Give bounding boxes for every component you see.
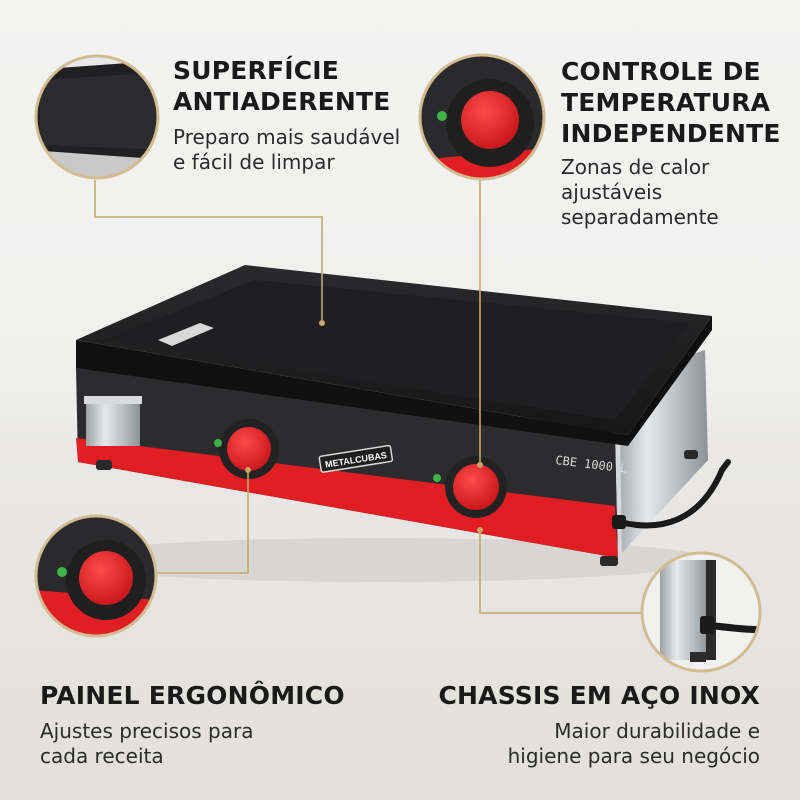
feature-desc-line: ajustáveis — [561, 180, 663, 204]
temperature-knob-1 — [227, 427, 271, 471]
feature-title-line: ANTIADERENTE — [173, 87, 391, 116]
feature-desc-line: separadamente — [561, 205, 719, 229]
callout-lines — [94, 180, 642, 614]
foot-left — [96, 460, 112, 470]
feature-desc-line: Ajustes precisos para — [40, 719, 254, 743]
temperature-knob-2 — [453, 464, 499, 510]
detail-knob — [461, 91, 519, 149]
feature-title-line: SUPERFÍCIE — [173, 56, 340, 85]
feature-ergonomic-panel: PAINEL ERGONÔMICO Ajustes precisos para … — [40, 680, 345, 769]
feature-title-line: INDEPENDENTE — [561, 119, 781, 148]
detail-knob-panel — [79, 551, 133, 605]
feature-title-line: CHASSIS EM AÇO INOX — [438, 681, 760, 710]
indicator-light-2 — [433, 474, 441, 482]
feature-title-line: CONTROLE DE — [561, 57, 761, 86]
feature-desc-line: cada receita — [40, 744, 164, 768]
power-cord — [617, 459, 731, 529]
grease-opening — [158, 323, 214, 346]
feature-title-line: PAINEL ERGONÔMICO — [40, 681, 345, 710]
floor-shadow — [50, 538, 710, 582]
brand-badge — [318, 444, 394, 473]
feature-desc-line: Zonas de calor — [561, 155, 710, 179]
detail-circle-surface — [34, 54, 160, 180]
feature-desc-line: higiene para seu negócio — [507, 744, 760, 768]
red-band — [76, 438, 618, 558]
detail-circle-chassis — [640, 551, 762, 673]
feature-non-stick-surface: SUPERFÍCIE ANTIADERENTE Preparo mais sau… — [173, 55, 400, 175]
foot-back — [684, 450, 698, 459]
detail-circle-panel — [34, 514, 158, 638]
detail-indicator-light — [437, 111, 447, 121]
panel-handle — [86, 398, 140, 446]
detail-circle-control — [418, 53, 546, 181]
feature-stainless-chassis: CHASSIS EM AÇO INOX Maior durabilidade e… — [439, 680, 761, 769]
indicator-light-1 — [214, 439, 222, 447]
feature-title-line: TEMPERATURA — [561, 88, 771, 117]
feature-desc-line: e fácil de limpar — [173, 150, 335, 174]
callout-line-surface — [94, 180, 323, 322]
callout-line-panel — [157, 470, 249, 574]
foot-right — [600, 556, 618, 566]
callout-line-chassis — [479, 530, 642, 614]
griddle: METALCUBAS CBE 1000 L — [76, 265, 731, 566]
feature-desc-line: Maior durabilidade e — [554, 719, 760, 743]
feature-temperature-control: CONTROLE DE TEMPERATURA INDEPENDENTE Zon… — [561, 56, 781, 230]
feature-desc-line: Preparo mais saudável — [173, 125, 401, 149]
